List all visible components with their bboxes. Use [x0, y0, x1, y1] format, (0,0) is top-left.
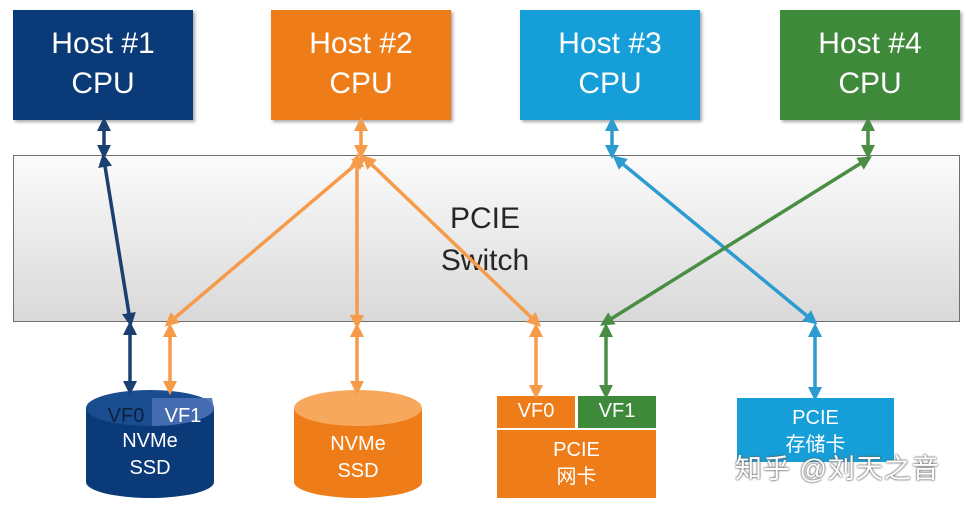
- nic-vf1-box: [578, 396, 656, 428]
- nic-vf1-label: VF1: [598, 400, 636, 422]
- nic-line1: PCIE: [553, 439, 600, 461]
- host-4-cpu-label: CPU: [838, 67, 902, 100]
- nic-vf0-box: [497, 396, 575, 428]
- ssd1-line2: SSD: [129, 457, 171, 479]
- host-4-cpu: Host #4 CPU: [780, 10, 960, 120]
- nic-line2: 网卡: [556, 466, 597, 488]
- host-1-label: Host #1: [51, 27, 155, 60]
- host-4-label: Host #4: [818, 27, 922, 60]
- link-host2-ssd1-vf1: [164, 155, 367, 327]
- nic-body-box: [497, 430, 656, 498]
- link-host2-nic-vf0: [361, 155, 542, 327]
- ssd2-line2: SSD: [337, 460, 379, 482]
- host-1-cpu-label: CPU: [71, 67, 135, 100]
- storage-card-box: [737, 398, 894, 462]
- host-2-cpu-label: CPU: [329, 67, 393, 100]
- ssd1-name: NVMe SSD: [86, 428, 214, 482]
- storage-name: PCIE 存储卡: [737, 405, 894, 459]
- nvme-ssd-2-cylinder: [294, 390, 422, 498]
- storage-line2: 存储卡: [785, 434, 846, 456]
- nic-name: PCIE 网卡: [497, 437, 656, 491]
- link-host1-ssd1-vf0: [98, 153, 136, 327]
- ssd2-line1: NVMe: [330, 433, 386, 455]
- watermark: 知乎 @刘天之音: [735, 454, 940, 484]
- host-1-cpu: Host #1 CPU: [13, 10, 193, 120]
- ssd1-line1: NVMe: [122, 430, 178, 452]
- ssd1-vf1-label: VF1: [164, 405, 202, 427]
- host-3-cpu-label: CPU: [578, 67, 642, 100]
- storage-line1: PCIE: [792, 407, 839, 429]
- host-3-cpu: Host #3 CPU: [520, 10, 700, 120]
- host-3-label: Host #3: [558, 27, 662, 60]
- nic-vf0-label: VF0: [517, 400, 555, 422]
- ssd1-vf0-label: VF0: [107, 405, 145, 427]
- host-2-label: Host #2: [309, 27, 413, 60]
- ssd2-name: NVMe SSD: [294, 431, 422, 485]
- link-host4-nic-vf1: [600, 156, 872, 326]
- host-2-cpu: Host #2 CPU: [271, 10, 451, 120]
- nvme-ssd-1-cylinder: [86, 390, 215, 498]
